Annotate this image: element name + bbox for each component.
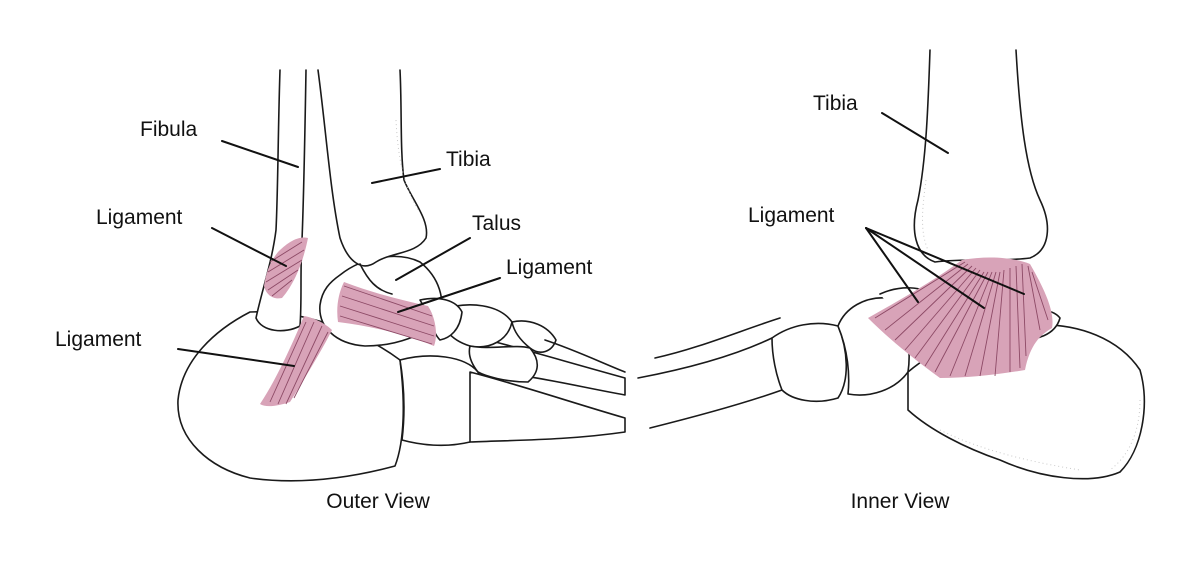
talus-leader xyxy=(395,237,471,281)
outer-ligament-calcaneofibular xyxy=(260,316,332,407)
inner-tibia-label: Tibia xyxy=(813,92,858,115)
inner-tibia-bone xyxy=(913,49,1049,263)
outer-cuneiform-2 xyxy=(468,345,539,383)
fibula-label: Fibula xyxy=(140,118,198,141)
outer-view: Fibula Tibia Talus Ligament Ligament Lig… xyxy=(55,69,626,513)
inner-view-caption: Inner View xyxy=(851,490,951,513)
ligament-anterior-leader xyxy=(397,277,501,313)
ligament-upper-leader xyxy=(211,227,287,267)
outer-ligament-fibulotalar xyxy=(264,237,308,299)
outer-metatarsal-1 xyxy=(469,371,626,443)
inner-metatarsal-1 xyxy=(637,337,783,429)
talus-label: Talus xyxy=(472,212,521,235)
outer-view-caption: Outer View xyxy=(326,490,430,513)
tibia-label: Tibia xyxy=(446,148,491,171)
tibia-leader xyxy=(371,168,441,184)
inner-ligament-label: Ligament xyxy=(748,204,835,227)
inner-cuneiform xyxy=(771,322,848,402)
outer-cuneiform-3 xyxy=(511,320,557,353)
outer-ligament-talofibular-anterior xyxy=(337,282,436,346)
inner-ligament-leader-2 xyxy=(865,227,985,309)
inner-ligament-leader-1 xyxy=(865,227,919,303)
fibula-leader xyxy=(221,140,299,168)
outer-phalanx xyxy=(544,339,626,373)
inner-metatarsal-2 xyxy=(654,317,781,359)
inner-ligament-leader-3 xyxy=(865,227,1025,295)
ligament-label-lower: Ligament xyxy=(55,328,142,351)
ligament-label-anterior: Ligament xyxy=(506,256,593,279)
outer-tibia-bone xyxy=(317,69,428,267)
ligament-lower-leader xyxy=(177,348,295,367)
ligament-label-upper: Ligament xyxy=(96,206,183,229)
inner-view: Tibia Ligament Inner View xyxy=(637,49,1146,513)
inner-tibia-leader xyxy=(881,112,949,154)
